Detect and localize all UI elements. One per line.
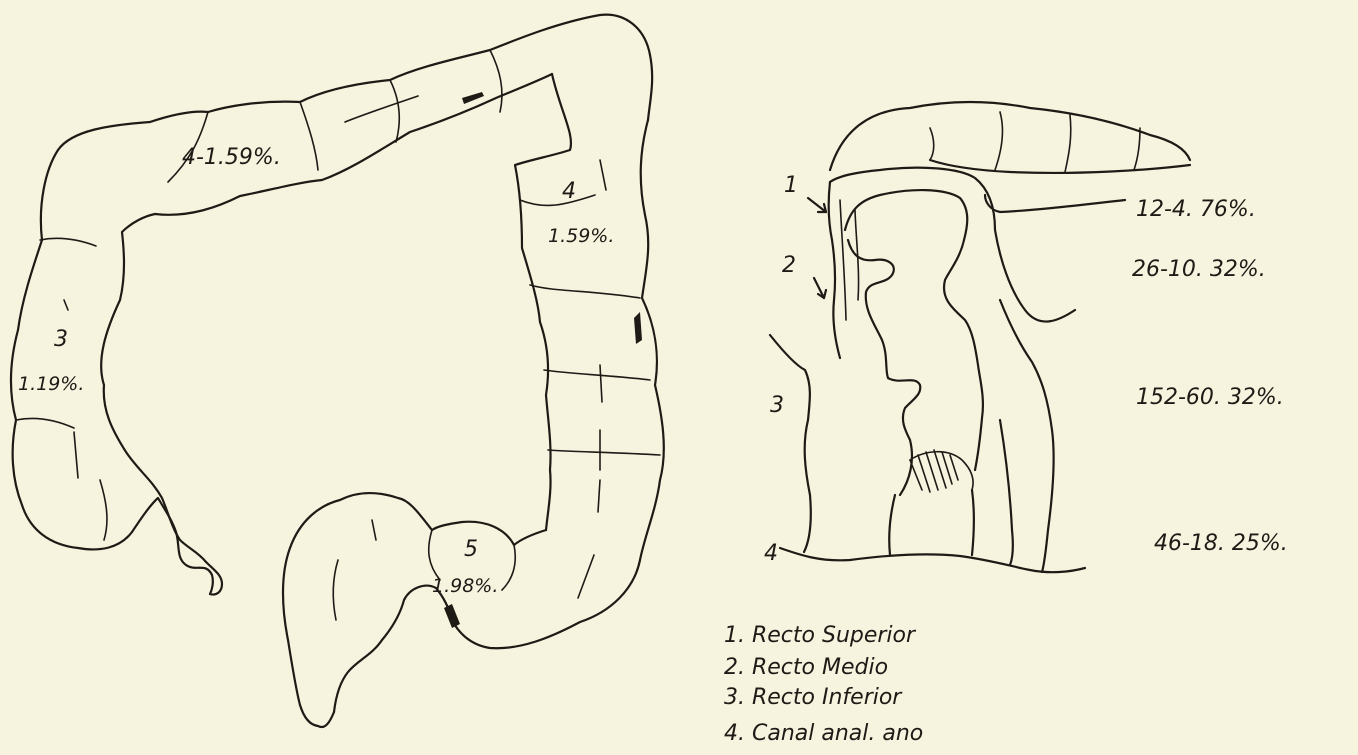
descending-colon-number: 4 [562, 179, 576, 204]
ascending-colon-outer [11, 122, 213, 594]
rectum-left-wall [829, 182, 840, 358]
transverse-colon-label: 4-1.59%. [182, 145, 281, 170]
skin-line [780, 548, 1085, 572]
stat-anal-canal: 46-18. 25%. [1154, 531, 1288, 556]
sigmoid-colon-percent: 1.98%. [432, 575, 498, 597]
appendix [206, 562, 222, 595]
sigmoid-colon-outer [283, 493, 546, 727]
descending-colon-inner [515, 74, 571, 530]
stat-rectum-inferior: 152-60. 32%. [1136, 385, 1284, 410]
legend-item-1: 1. Recto Superior [724, 623, 917, 648]
legend-item-3: 3. Recto Inferior [724, 685, 903, 710]
colon-drawing [11, 15, 664, 727]
legend: 1. Recto Superior 2. Recto Medio 3. Rect… [724, 623, 923, 746]
stat-rectum-medio: 26-10. 32%. [1132, 257, 1266, 282]
sigmoid-colon-number: 5 [464, 537, 478, 562]
marker-2: 2 [782, 253, 796, 278]
ascending-colon-inner [101, 214, 206, 562]
ascending-colon-percent: 1.19%. [18, 373, 84, 395]
marker-3: 3 [770, 393, 784, 418]
legend-item-4: 4. Canal anal. ano [724, 721, 923, 746]
descending-colon-outer [452, 120, 664, 648]
stat-rectum-superior: 12-4. 76%. [1136, 197, 1256, 222]
legend-item-2: 2. Recto Medio [724, 655, 888, 680]
marker-1: 1 [784, 173, 798, 198]
rectum-lumen [845, 190, 983, 470]
marker-4: 4 [764, 541, 778, 566]
rectum-drawing [770, 102, 1190, 572]
transverse-colon-upper [150, 15, 652, 122]
descending-colon-percent: 1.59%. [548, 225, 614, 247]
sigmoid-colon-inner [334, 586, 452, 712]
ascending-colon-number: 3 [54, 327, 68, 352]
